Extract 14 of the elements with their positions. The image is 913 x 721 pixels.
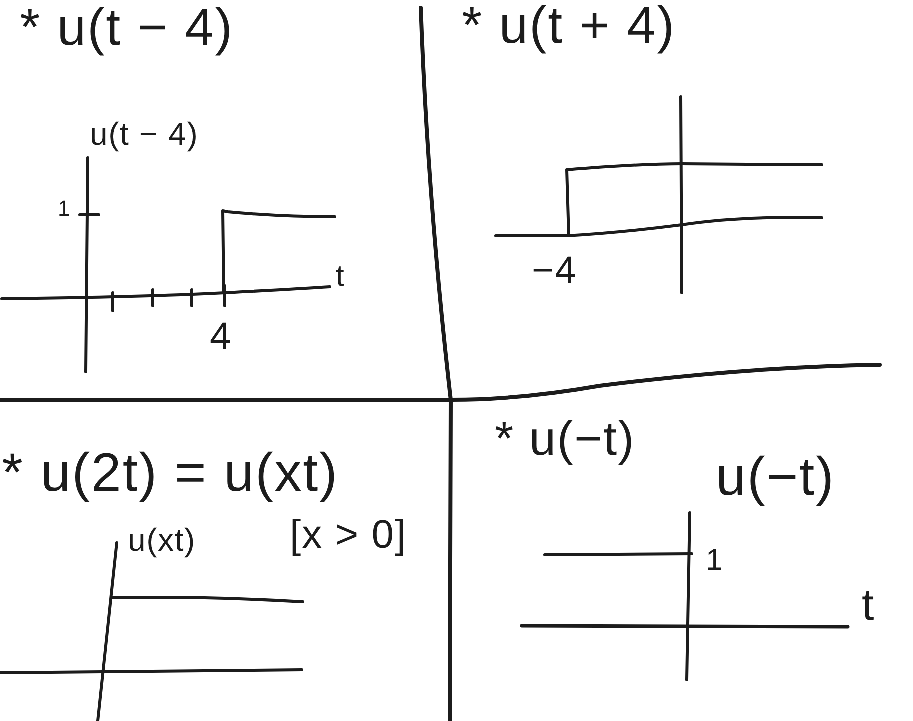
tick-label: −4 (532, 252, 578, 290)
tick-label: 1 (58, 198, 71, 220)
function-heading: * u(2t) = u(xt) (2, 446, 339, 500)
plot-label: u(−t) (716, 450, 836, 504)
condition-note: [x > 0] (290, 515, 408, 555)
function-heading: * u(−t) (495, 416, 636, 464)
tick-label: 1 (706, 546, 724, 576)
function-heading: * u(t + 4) (462, 0, 676, 52)
axis-label: t (862, 584, 876, 628)
function-heading: * u(t − 4) (20, 2, 234, 54)
axis-label: t (336, 262, 346, 292)
tick-label: 4 (210, 318, 232, 356)
plot-label: u(t − 4) (90, 118, 199, 150)
plot-label: u(xt) (128, 524, 196, 556)
